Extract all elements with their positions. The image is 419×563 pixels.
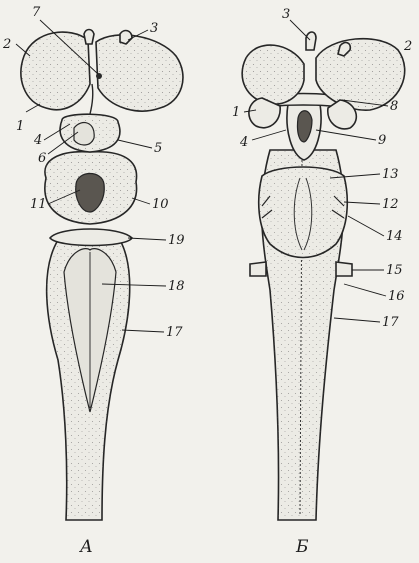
- label-18: 18: [168, 279, 185, 294]
- label-14: 14: [386, 229, 403, 244]
- label-15: 15: [386, 263, 403, 278]
- label-16: 16: [388, 289, 405, 304]
- label-17: 17: [166, 325, 183, 340]
- label-4: 4: [239, 135, 248, 150]
- label-19: 19: [168, 233, 185, 248]
- label-3: 3: [282, 7, 290, 22]
- label-9: 9: [378, 133, 386, 148]
- label-3: 3: [150, 21, 158, 36]
- label-1: 1: [16, 119, 24, 134]
- label-11: 11: [30, 197, 47, 212]
- label-4: 4: [33, 133, 42, 148]
- panel-a-drawing: [21, 30, 183, 521]
- label-8: 8: [390, 99, 398, 114]
- label-13: 13: [382, 167, 399, 182]
- label-10: 10: [152, 197, 169, 212]
- label-12: 12: [382, 197, 399, 212]
- panel-b-caption: Б: [295, 537, 309, 557]
- label-17: 17: [382, 315, 399, 330]
- label-2: 2: [2, 37, 11, 52]
- panel-a-caption: А: [79, 537, 93, 557]
- label-1: 1: [232, 105, 240, 120]
- label-5: 5: [154, 141, 162, 156]
- label-7: 7: [32, 5, 41, 20]
- label-2: 2: [403, 39, 412, 54]
- label-6: 6: [38, 151, 46, 166]
